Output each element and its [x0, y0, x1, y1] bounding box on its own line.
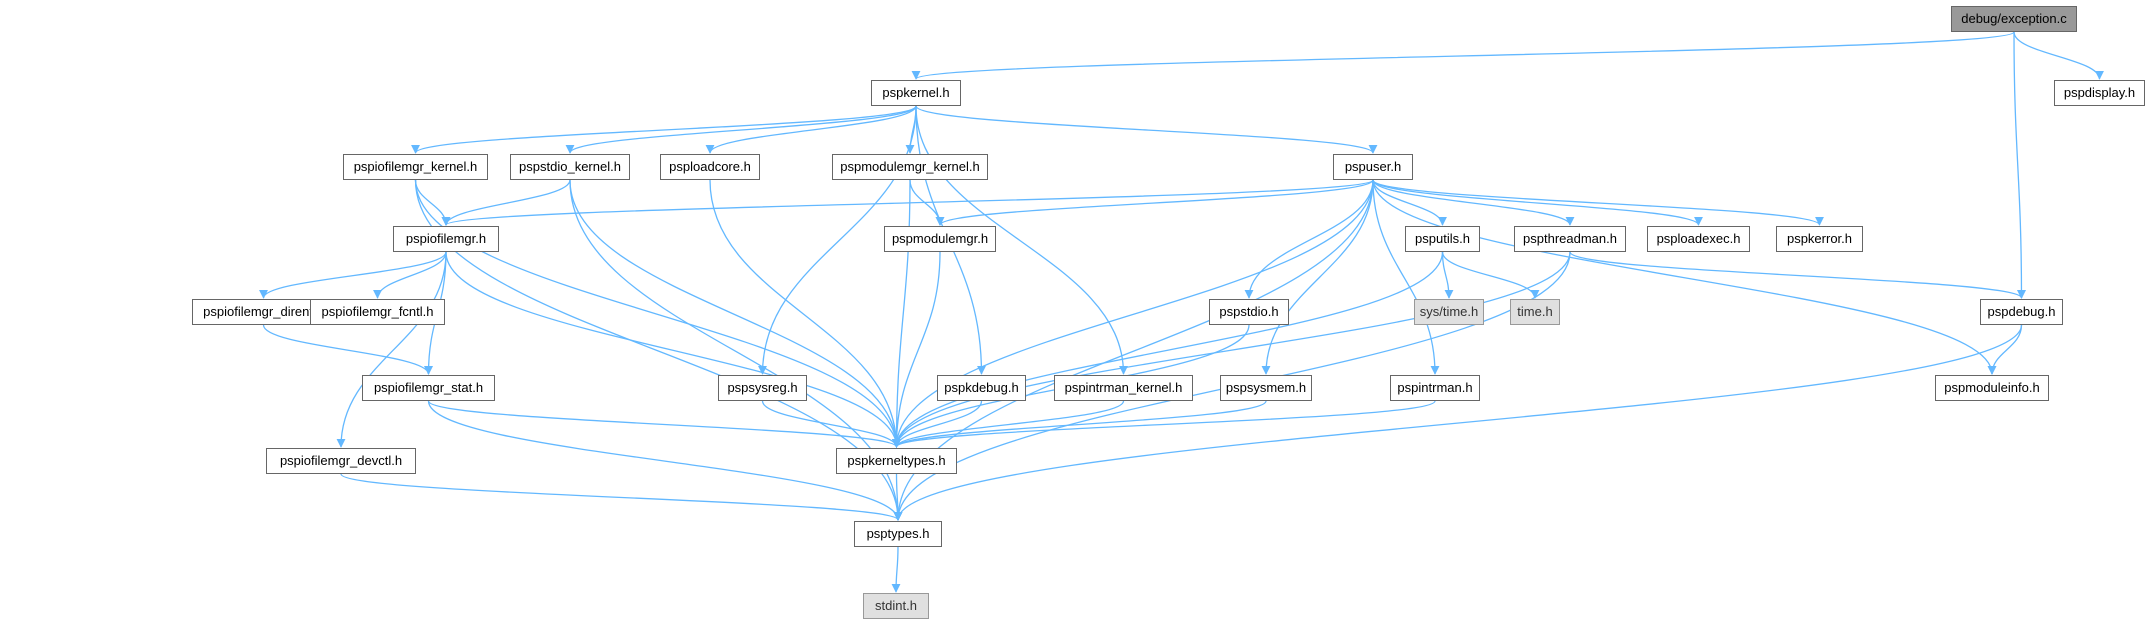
- node-pspstdio-kernel-h[interactable]: pspstdio_kernel.h: [510, 154, 630, 180]
- node-pspiofilemgr-h[interactable]: pspiofilemgr.h: [393, 226, 499, 252]
- edge-pspthreadman-to-pspdebug: [1569, 251, 2026, 299]
- edge-pspsysmem-to-pspkerneltypes: [892, 400, 1267, 448]
- edge-pspdebug-to-psptypes: [893, 324, 2023, 521]
- node-pspmoduleinfo-h[interactable]: pspmoduleinfo.h: [1935, 375, 2049, 401]
- edge-pspiofilemgr_stat-to-psptypes: [427, 400, 903, 521]
- edge-pspmodulemgr-to-pspkerneltypes: [892, 251, 941, 448]
- edge-pspuser-to-pspkerneltypes: [892, 179, 1374, 448]
- edge-psploadcore-to-pspkerneltypes: [709, 179, 901, 448]
- edge-pspkerneltypes-to-psptypes: [893, 473, 903, 521]
- edge-pspintrman-to-pspkerneltypes: [892, 400, 1436, 448]
- node-pspkerror-h[interactable]: pspkerror.h: [1776, 226, 1863, 252]
- edge-pspiofilemgr-to-pspiofilemgr_fcntl: [373, 251, 447, 299]
- node-psptypes-h[interactable]: psptypes.h: [854, 521, 942, 547]
- edge-pspiofilemgr_kernel-to-pspiofilemgr: [414, 179, 451, 226]
- edge-pspiofilemgr-to-pspiofilemgr_dirent: [259, 251, 447, 299]
- node-psputils-h[interactable]: psputils.h: [1405, 226, 1480, 252]
- edge-pspiofilemgr_stat-to-pspkerneltypes: [427, 400, 901, 448]
- edge-pspkernel-to-pspmodulemgr_kernel: [905, 105, 917, 154]
- node-pspkdebug-h[interactable]: pspkdebug.h: [937, 375, 1026, 401]
- node-pspiofilemgr-kernel-h[interactable]: pspiofilemgr_kernel.h: [343, 154, 488, 180]
- node-pspsysmem-h[interactable]: pspsysmem.h: [1220, 375, 1312, 401]
- edge-psputils-to-pspkerneltypes: [892, 251, 1444, 448]
- node-pspdebug-h[interactable]: pspdebug.h: [1980, 299, 2063, 325]
- edge-exception-to-pspdebug: [2013, 31, 2026, 299]
- node-psploadcore-h[interactable]: psploadcore.h: [660, 154, 760, 180]
- node-pspiofilemgr-devctl-h[interactable]: pspiofilemgr_devctl.h: [266, 448, 416, 474]
- node-pspintrman-kernel-h[interactable]: pspintrman_kernel.h: [1054, 375, 1193, 401]
- node-pspsysreg-h[interactable]: pspsysreg.h: [718, 375, 807, 401]
- node-sys-time-h: sys/time.h: [1414, 299, 1484, 325]
- edge-pspiofilemgr_devctl-to-psptypes: [340, 473, 903, 521]
- node-pspkernel-h[interactable]: pspkernel.h: [871, 80, 961, 106]
- edge-pspmodulemgr_kernel-to-pspkerneltypes: [892, 179, 911, 448]
- edge-pspstdio_kernel-to-pspkerneltypes: [569, 179, 901, 448]
- edge-pspsysreg-to-pspkerneltypes: [761, 400, 901, 448]
- edge-pspthreadman-to-pspkerneltypes: [892, 251, 1571, 448]
- edge-pspuser-to-psputils: [1372, 179, 1447, 226]
- edge-layer: [259, 31, 2104, 593]
- node-pspkerneltypes-h[interactable]: pspkerneltypes.h: [836, 448, 957, 474]
- edge-pspintrman_kernel-to-pspkerneltypes: [892, 400, 1125, 448]
- edge-exception-to-pspdisplay: [2013, 31, 2104, 80]
- edge-pspuser-to-pspthreadman: [1372, 179, 1575, 226]
- node-pspmodulemgr-kernel-h[interactable]: pspmodulemgr_kernel.h: [832, 154, 988, 180]
- edge-pspuser-to-pspiofilemgr: [441, 179, 1374, 226]
- edge-pspkernel-to-pspintrman_kernel: [915, 105, 1128, 375]
- node-pspstdio-h[interactable]: pspstdio.h: [1209, 299, 1289, 325]
- edge-pspuser-to-pspmodulemgr: [935, 179, 1374, 226]
- edge-pspdebug-to-pspmoduleinfo: [1987, 324, 2023, 375]
- edge-pspkernel-to-pspstdio_kernel: [565, 105, 917, 154]
- node-pspiofilemgr-fcntl-h[interactable]: pspiofilemgr_fcntl.h: [310, 299, 445, 325]
- edge-psputils-to-systime: [1441, 251, 1454, 299]
- edge-pspkernel-to-psploadcore: [705, 105, 917, 154]
- edge-psptypes-to-stdint: [891, 546, 901, 593]
- edge-pspkernel-to-pspiofilemgr_kernel: [411, 105, 917, 154]
- edge-pspuser-to-psploadexec: [1372, 179, 1703, 226]
- node-debug-exception-c: debug/exception.c: [1951, 6, 2077, 32]
- node-pspdisplay-h[interactable]: pspdisplay.h: [2054, 80, 2145, 106]
- node-pspmodulemgr-h[interactable]: pspmodulemgr.h: [884, 226, 996, 252]
- node-pspiofilemgr-stat-h[interactable]: pspiofilemgr_stat.h: [362, 375, 495, 401]
- node-pspintrman-h[interactable]: pspintrman.h: [1390, 375, 1480, 401]
- node-psploadexec-h[interactable]: psploadexec.h: [1647, 226, 1750, 252]
- edge-pspuser-to-pspsysmem: [1261, 179, 1374, 375]
- edge-pspuser-to-pspintrman: [1372, 179, 1440, 375]
- edge-pspkernel-to-pspuser: [915, 105, 1378, 154]
- edge-psputils-to-time: [1441, 251, 1540, 299]
- node-stdint-h: stdint.h: [863, 593, 929, 619]
- node-pspuser-h[interactable]: pspuser.h: [1333, 154, 1413, 180]
- edge-pspuser-to-pspmoduleinfo: [1372, 179, 1997, 375]
- edge-pspuser-to-pspstdio: [1244, 179, 1374, 299]
- edge-pspiofilemgr_dirent-to-pspiofilemgr_stat: [262, 324, 433, 375]
- edge-pspstdio_kernel-to-pspiofilemgr: [441, 179, 571, 226]
- edge-pspiofilemgr-to-pspkerneltypes: [445, 251, 901, 448]
- node-time-h: time.h: [1510, 299, 1560, 325]
- node-pspthreadman-h[interactable]: pspthreadman.h: [1514, 226, 1626, 252]
- edge-exception-to-pspkernel: [911, 31, 2015, 80]
- edge-pspiofilemgr-to-pspiofilemgr_devctl: [336, 251, 447, 448]
- edge-pspuser-to-pspkerror: [1372, 179, 1824, 226]
